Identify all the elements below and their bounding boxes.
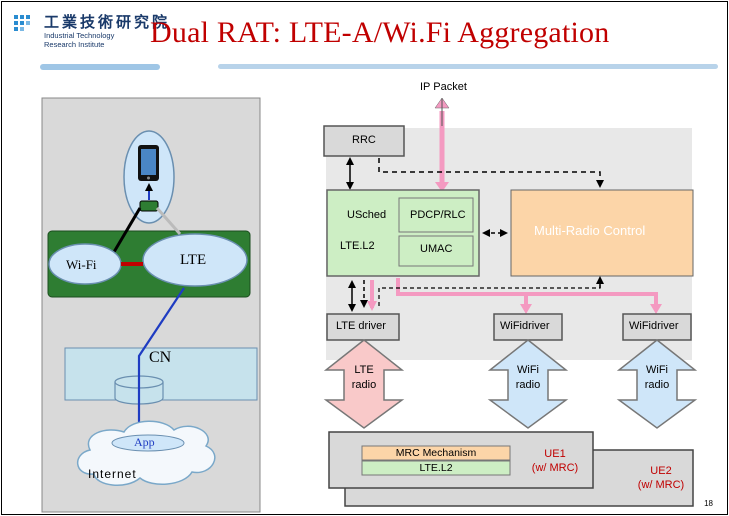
phone-icon <box>138 145 159 181</box>
rrc-box <box>323 125 405 157</box>
logo-name-zh: 工業技術研究院 <box>44 14 171 31</box>
umac-box <box>398 235 474 267</box>
left-network-diagram <box>41 97 261 513</box>
lte-cell <box>142 233 248 287</box>
lte-radio-arrow <box>323 339 405 429</box>
lte-l2-bottom-label: LTE.L2 <box>419 462 453 474</box>
app-server <box>111 434 185 452</box>
wifi-radio-label-2-line1: WiFi <box>646 364 668 376</box>
wifi-radio-label-1-line2: radio <box>515 379 541 391</box>
title-underline <box>218 64 718 69</box>
backhaul-link <box>137 287 185 442</box>
lte-link <box>155 207 182 235</box>
ue1-label: UE1 (w/ MRC) <box>524 447 586 475</box>
usched-label: USched <box>347 209 387 221</box>
wifi-radio-arrow-1 <box>487 339 569 429</box>
lte-l2-label: LTE.L2 <box>340 240 375 252</box>
mrc-dashed-distribution <box>378 278 601 306</box>
app-label: App <box>134 435 155 449</box>
logo-name-en: Industrial Technology Research Institute <box>44 31 114 49</box>
wifi-radio-label-2: WiFi radio <box>637 363 677 393</box>
internet-label: Internet <box>88 467 137 481</box>
umac-label: UMAC <box>420 243 453 255</box>
wifi-driver1-pink-arrowhead <box>520 304 532 314</box>
lte-label: LTE <box>180 252 207 268</box>
lte-radio-label-line1: LTE <box>354 364 374 376</box>
mrc-mechanism-label: MRC Mechanism <box>395 447 477 459</box>
ip-packet-arrowhead-down <box>435 182 449 192</box>
logo-underline <box>40 64 160 70</box>
lte-l2-bottom-box <box>361 460 511 476</box>
wifi-radio-arrow-2 <box>616 339 698 429</box>
mrc-mechanism-box <box>361 445 511 461</box>
itri-logo-icon <box>14 15 30 31</box>
wifi-radio-label-1: WiFi radio <box>508 363 548 393</box>
internet-cloud-icon <box>77 420 216 486</box>
lte-radio-label: LTE radio <box>344 363 384 393</box>
itri-logo <box>12 12 40 38</box>
wifi-radio-label-2-line2: radio <box>644 379 670 391</box>
wifi-link <box>112 207 142 253</box>
ue2-label: UE2 (w/ MRC) <box>630 464 692 492</box>
multi-radio-control-box <box>510 189 694 277</box>
lte-radio-label-line2: radio <box>351 379 377 391</box>
lte-driver-box <box>326 313 400 341</box>
wifi-radio-label-1-line1: WiFi <box>517 364 539 376</box>
page-number: 18 <box>704 499 713 508</box>
mrc-node <box>139 200 159 212</box>
logo-name-en-line2: Research Institute <box>44 40 105 49</box>
cn-label: CN <box>149 349 172 366</box>
wifi-label: Wi-Fi <box>66 257 97 272</box>
wifi-driver-box-2 <box>622 313 692 341</box>
ue1-label-line1: UE1 <box>544 448 566 460</box>
ip-packet-label: IP Packet <box>420 81 467 93</box>
rrc-label: RRC <box>352 134 376 146</box>
wifi-driver2-pink-arrowhead <box>650 304 662 314</box>
logo-name-en-line1: Industrial Technology <box>44 31 115 40</box>
wifi-driver-label-2: WiFidriver <box>629 320 679 332</box>
wifi-driver-box-1 <box>493 313 563 341</box>
ue2-label-line1: UE2 <box>650 465 672 477</box>
right-architecture-diagram <box>323 97 698 507</box>
slide-title: Dual RAT: LTE-A/Wi.Fi Aggregation <box>150 16 610 49</box>
ue2-label-line2: (w/ MRC) <box>637 479 685 491</box>
pdcp-rlc-label: PDCP/RLC <box>410 209 466 221</box>
ue1-label-line2: (w/ MRC) <box>531 462 579 474</box>
mrc-label: Multi-Radio Control <box>534 223 646 238</box>
lte-driver-label: LTE driver <box>336 320 386 332</box>
wifi-driver-label-1: WiFidriver <box>500 320 550 332</box>
pdcp-rlc-box <box>398 197 474 233</box>
